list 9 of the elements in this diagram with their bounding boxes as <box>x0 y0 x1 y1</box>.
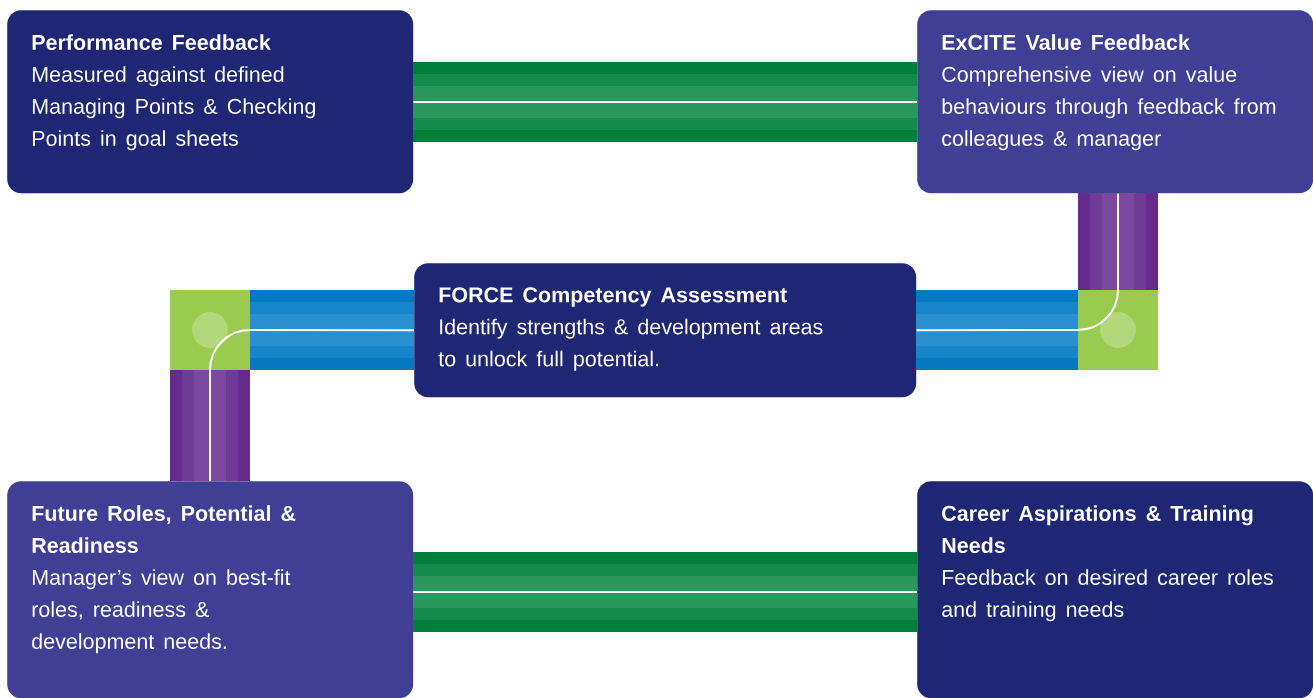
pipe-connector <box>412 62 918 142</box>
info-box: Performance Feedback Measured against defined Managing Points & Checking Points in goal sheets <box>7 10 414 194</box>
info-box: Future Roles, Potential & Readiness Manager’s view on best-fit roles, readiness & development needs. <box>7 481 414 698</box>
info-box: FORCE Competency Assessment Identify strengths & development areas to unlock full potential. <box>414 263 917 398</box>
pipe-connector <box>170 290 415 482</box>
info-box: ExCITE Value Feedback Comprehensive view on value behaviours through feedback from colleagues & manager <box>917 10 1313 194</box>
pipe-connector <box>412 552 918 632</box>
info-box: Career Aspirations & Training Needs Feedback on desired career roles and training needs <box>917 481 1313 698</box>
pipe-connector <box>915 192 1158 370</box>
